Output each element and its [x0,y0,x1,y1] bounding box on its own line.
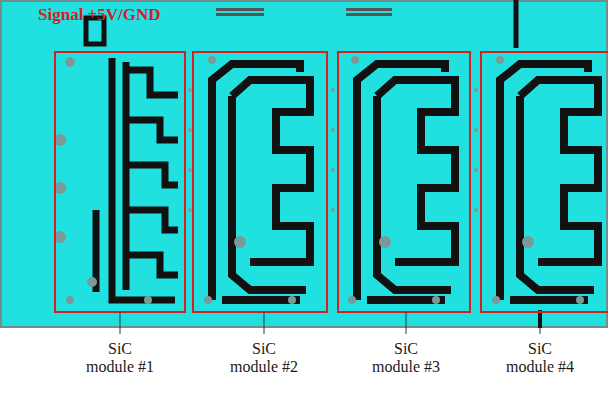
module-label: SiC module #2 [229,340,300,377]
module-traces [96,58,178,300]
module-traces [212,64,310,300]
trace [514,0,519,48]
leader-line [120,312,540,334]
pcb-board [0,0,608,328]
module-label: SiC module #1 [85,340,156,377]
module-label: SiC module #3 [371,340,442,377]
signal-label: Signal +5V/GND [38,5,161,25]
board-edge [1,1,607,327]
module-label: SiC module #4 [505,340,576,377]
vias [54,56,584,304]
header-pads [216,8,392,16]
module-outline [55,52,608,312]
